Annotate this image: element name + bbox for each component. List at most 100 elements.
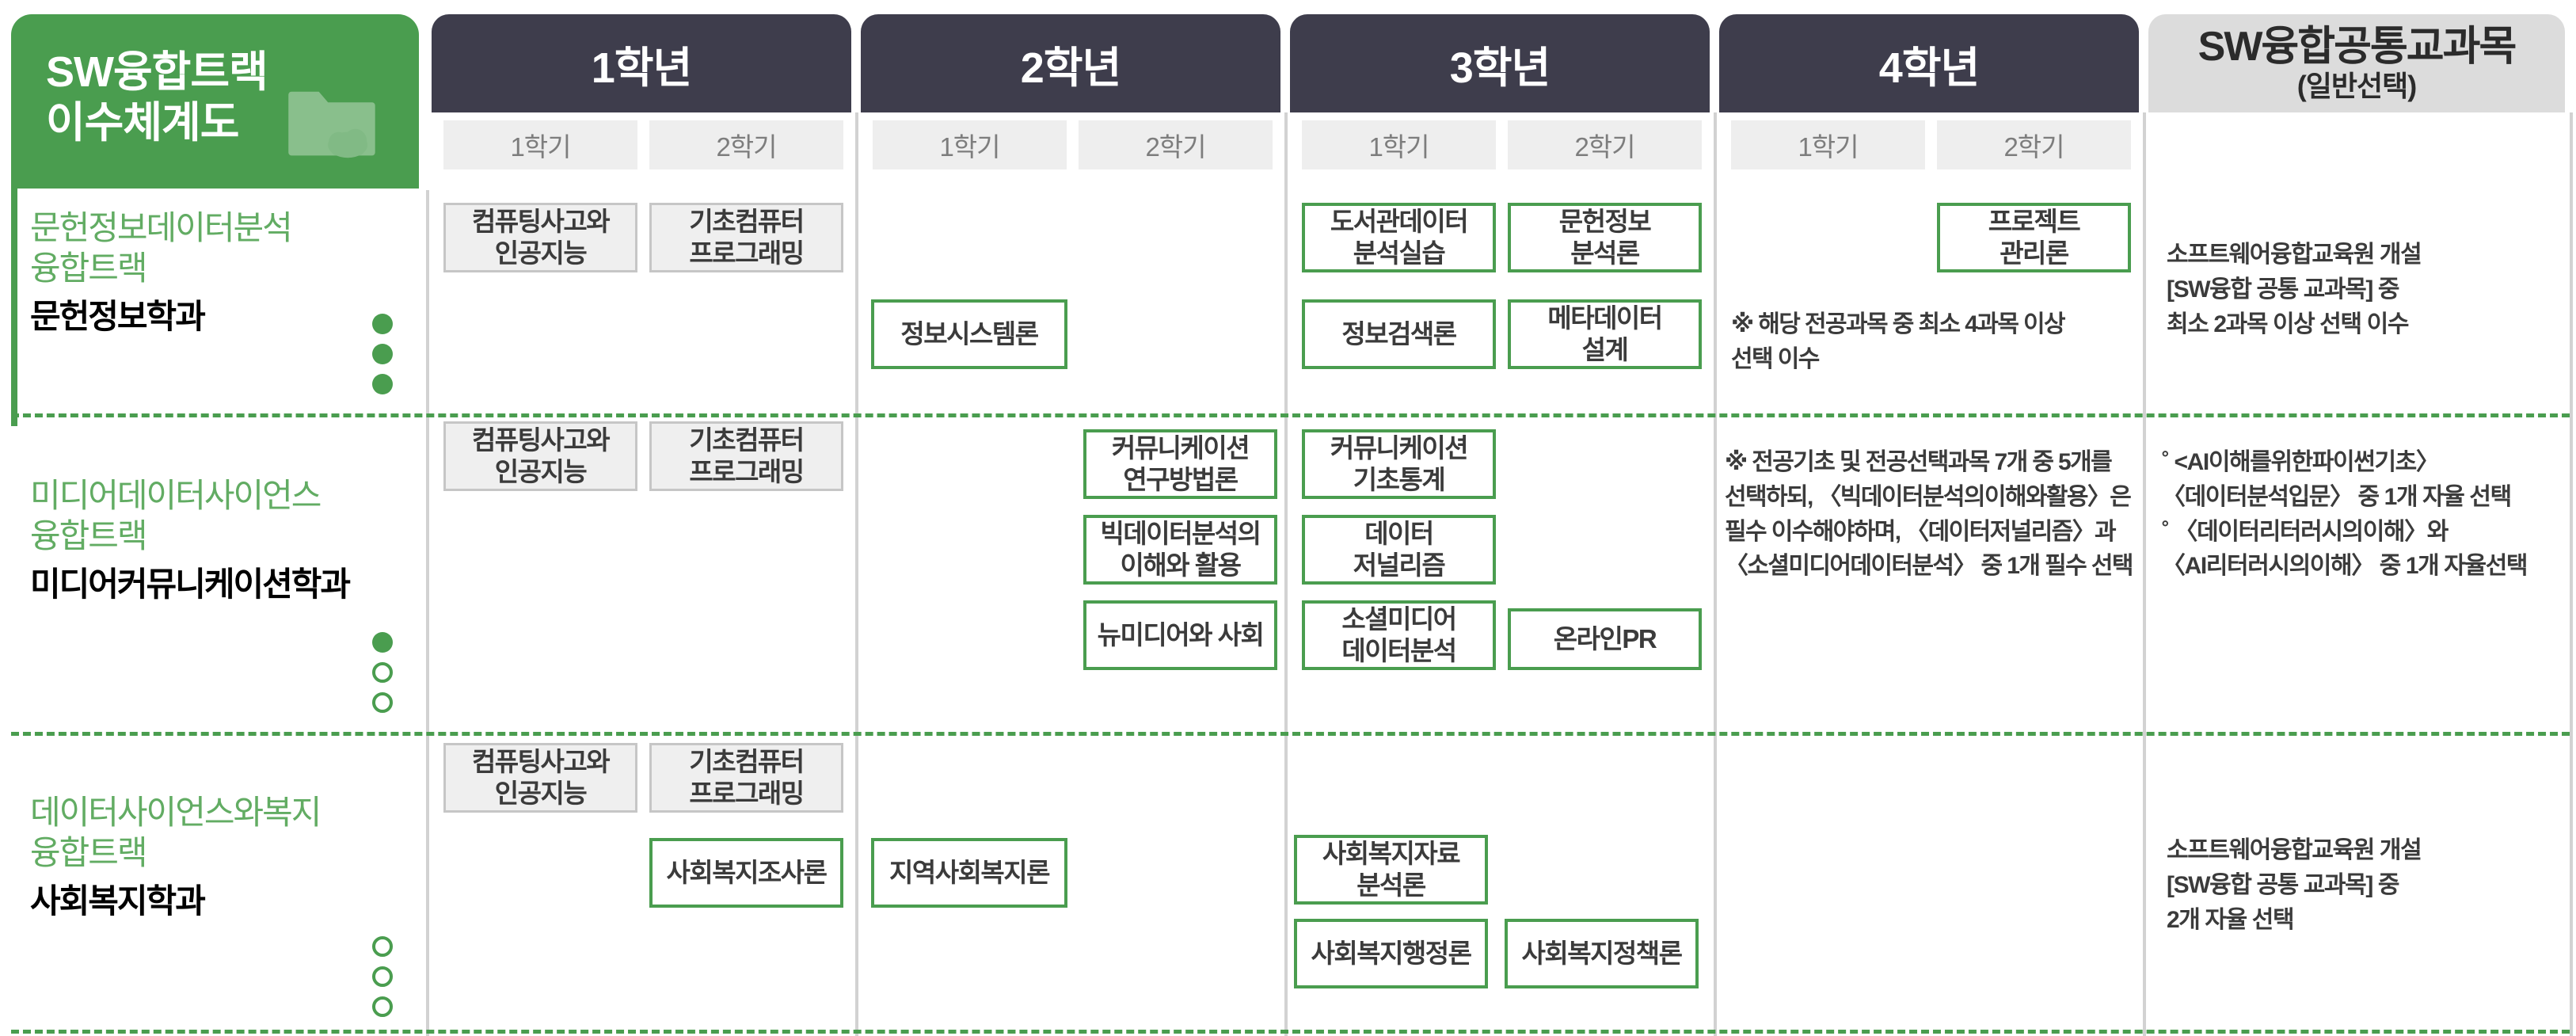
course-box[interactable]: 사회복지조사론 — [649, 838, 843, 908]
row-divider-3 — [11, 1030, 2570, 1034]
course-box[interactable]: 사회복지행정론 — [1294, 919, 1488, 988]
course-label: 뉴미디어와 사회 — [1097, 620, 1265, 650]
track-1-department: 문헌정보학과 — [30, 298, 206, 336]
dot-filled-icon — [372, 344, 393, 364]
course-box[interactable]: 문헌정보 분석론 — [1508, 203, 1702, 272]
track-2-common-note: ˚ <AI이해를위한파이썬기초〉 〈데이터분석입문〉 중 1개 자율 선택 ˚ … — [2162, 449, 2528, 580]
year-header-1-label: 1학년 — [591, 44, 692, 92]
column-divider-right-edge — [2570, 112, 2573, 1036]
track-1-note: ※ 해당 전공과목 중 최소 4과목 이상 선택 이수 — [1731, 311, 2066, 372]
semester-1-2-label: 2학기 — [716, 132, 777, 162]
track-label-1: 문헌정보데이터분석 융합트랙 문헌정보학과 — [30, 208, 402, 338]
year-header-2: 2학년 — [861, 14, 1280, 112]
track-3-department: 사회복지학과 — [30, 882, 206, 920]
course-label: 커뮤니케이션 기초통계 — [1330, 433, 1469, 494]
track-label-2: 미디어데이터사이언스 융합트랙 미디어커뮤니케이션학과 — [30, 475, 402, 606]
course-box[interactable]: 커뮤니케이션 연구방법론 — [1083, 429, 1277, 499]
course-label: 사회복지행정론 — [1311, 939, 1472, 969]
course-box[interactable]: 데이터 저널리즘 — [1302, 515, 1496, 585]
column-divider-1 — [855, 112, 858, 1036]
track-2-department: 미디어커뮤니케이션학과 — [30, 566, 351, 604]
course-box[interactable]: 온라인PR — [1508, 608, 1702, 670]
semester-2-2: 2학기 — [1079, 120, 1273, 169]
course-label: 컴퓨팅사고와 인공지능 — [471, 747, 611, 808]
semester-2-1: 1학기 — [873, 120, 1067, 169]
course-box[interactable]: 정보검색론 — [1302, 299, 1496, 369]
semester-1-1-label: 1학기 — [510, 132, 571, 162]
track-2-note: ※ 전공기초 및 전공선택과목 7개 중 5개를 선택하되, 〈빅데이터분석의이… — [1725, 449, 2133, 580]
dot-hollow-icon — [372, 936, 393, 957]
course-box[interactable]: 지역사회복지론 — [871, 838, 1067, 908]
course-box[interactable]: 기초컴퓨터 프로그래밍 — [649, 421, 843, 491]
brand-title: SW융합트랙 이수체계도 — [46, 48, 268, 147]
year-header-3: 3학년 — [1290, 14, 1710, 112]
semester-4-2: 2학기 — [1937, 120, 2131, 169]
year-header-4-label: 4학년 — [1878, 44, 1980, 92]
course-label: 정보검색론 — [1341, 319, 1457, 349]
brand-side-accent — [11, 189, 17, 426]
track-1-dots — [372, 314, 393, 394]
year-header-1: 1학년 — [432, 14, 851, 112]
course-box[interactable]: 뉴미디어와 사회 — [1083, 600, 1277, 670]
course-box[interactable]: 프로젝트 관리론 — [1937, 203, 2131, 272]
course-box[interactable]: 사회복지자료 분석론 — [1294, 835, 1488, 905]
track-3-common-note: 소프트웨어융합교육원 개설 [SW융합 공통 교과목] 중 2개 자율 선택 — [2167, 837, 2422, 933]
year-header-4: 4학년 — [1719, 14, 2139, 112]
column-divider-0 — [426, 190, 429, 1036]
course-box[interactable]: 사회복지정책론 — [1505, 919, 1699, 988]
track-1-name: 문헌정보데이터분석 융합트랙 — [30, 209, 293, 288]
course-box[interactable]: 컴퓨팅사고와 인공지능 — [443, 743, 637, 813]
semester-1-2: 2학기 — [649, 120, 843, 169]
semester-4-1: 1학기 — [1731, 120, 1925, 169]
column-divider-2 — [1284, 112, 1288, 1036]
course-label: 사회복지자료 분석론 — [1322, 839, 1461, 900]
track-2-name: 미디어데이터사이언스 융합트랙 — [30, 477, 322, 555]
course-label: 컴퓨팅사고와 인공지능 — [471, 207, 611, 268]
course-box[interactable]: 컴퓨팅사고와 인공지능 — [443, 421, 637, 491]
course-label: 데이터 저널리즘 — [1353, 519, 1446, 580]
semester-2-2-label: 2학기 — [1145, 132, 1206, 162]
folder-cloud-icon — [288, 91, 375, 158]
dot-hollow-icon — [372, 996, 393, 1017]
course-label: 컴퓨팅사고와 인공지능 — [471, 425, 611, 486]
course-box[interactable]: 컴퓨팅사고와 인공지능 — [443, 203, 637, 272]
semester-1-1: 1학기 — [443, 120, 637, 169]
semester-4-2-label: 2학기 — [2003, 132, 2064, 162]
track-1-common-note: 소프트웨어융합교육원 개설 [SW융합 공통 교과목] 중 최소 2과목 이상 … — [2167, 242, 2422, 337]
common-header-line1: SW융합공통교과목 — [2197, 24, 2517, 70]
course-label: 사회복지정책론 — [1521, 939, 1683, 969]
course-label: 문헌정보 분석론 — [1558, 207, 1652, 268]
dot-filled-icon — [372, 632, 393, 653]
year-header-3-label: 3학년 — [1449, 44, 1551, 92]
course-box[interactable]: 도서관데이터 분석실습 — [1302, 203, 1496, 272]
course-box[interactable]: 정보시스템론 — [871, 299, 1067, 369]
course-box[interactable]: 기초컴퓨터 프로그래밍 — [649, 743, 843, 813]
course-box[interactable]: 소셜미디어 데이터분석 — [1302, 600, 1496, 670]
course-box[interactable]: 기초컴퓨터 프로그래밍 — [649, 203, 843, 272]
dot-filled-icon — [372, 314, 393, 334]
track-2-dots — [372, 632, 393, 713]
track-label-3: 데이터사이언스와복지 융합트랙 사회복지학과 — [30, 792, 402, 923]
course-label: 기초컴퓨터 프로그래밍 — [689, 425, 805, 486]
track-3-dots — [372, 936, 393, 1017]
course-label: 프로젝트 관리론 — [1988, 207, 2081, 268]
year-header-2-label: 2학년 — [1020, 44, 1121, 92]
track-3-name: 데이터사이언스와복지 융합트랙 — [30, 794, 322, 872]
dot-hollow-icon — [372, 966, 393, 987]
course-label: 소셜미디어 데이터분석 — [1341, 604, 1457, 665]
course-box[interactable]: 커뮤니케이션 기초통계 — [1302, 429, 1496, 499]
course-box[interactable]: 빅데이터분석의 이해와 활용 — [1083, 515, 1277, 585]
year-header-common: SW융합공통교과목 (일반선택) — [2148, 14, 2565, 112]
semester-4-1-label: 1학기 — [1798, 132, 1859, 162]
course-label: 도서관데이터 분석실습 — [1330, 207, 1469, 268]
column-divider-4 — [2143, 112, 2146, 1036]
brand-block: SW융합트랙 이수체계도 — [11, 14, 419, 181]
course-label: 커뮤니케이션 연구방법론 — [1111, 433, 1250, 494]
dot-hollow-icon — [372, 692, 393, 713]
row-divider-1 — [11, 413, 2570, 417]
semester-3-2: 2학기 — [1508, 120, 1702, 169]
course-box[interactable]: 메타데이터 설계 — [1508, 299, 1702, 369]
brand-underbar — [11, 181, 419, 189]
column-divider-3 — [1714, 112, 1717, 1036]
